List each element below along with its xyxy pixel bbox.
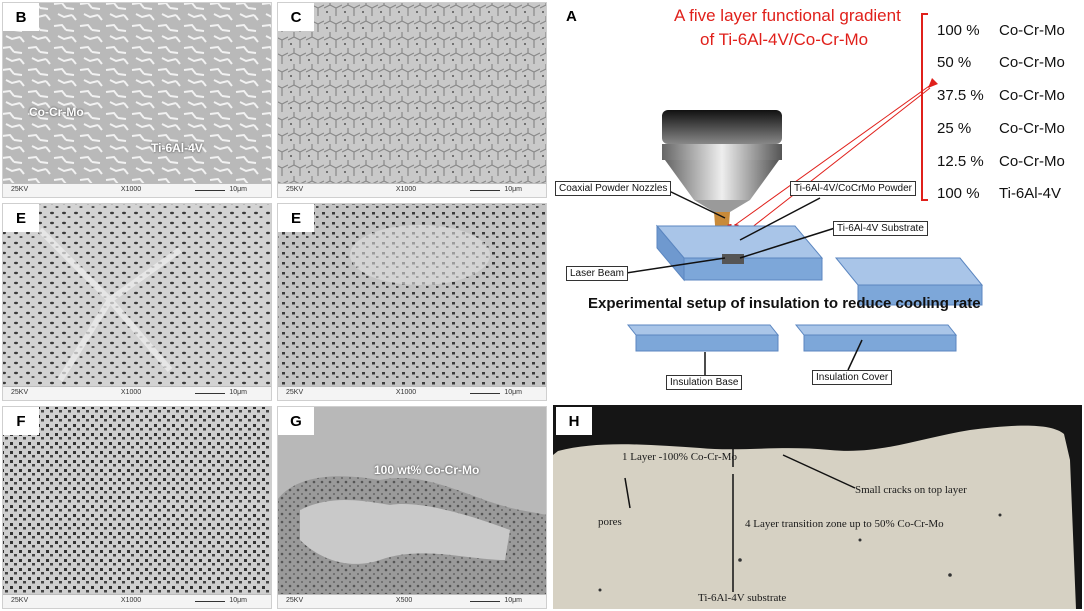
panel-e-left: E 25KV X1000 10μm xyxy=(2,203,272,401)
h-cracks-label: Small cracks on top layer xyxy=(855,484,967,496)
scale-bar xyxy=(195,393,225,394)
annotation-ti-6al-4v: Ti-6Al-4V xyxy=(151,141,203,155)
insulation-cover-block xyxy=(834,257,984,306)
panel-label: F xyxy=(3,407,39,435)
nozzles-label: Coaxial Powder Nozzles xyxy=(555,181,672,196)
panel-b: B Co-Cr-Mo Ti-6Al-4V 25KV X1000 10μm xyxy=(2,2,272,198)
sem-info-bar: 25KV X1000 10μm xyxy=(3,594,271,608)
layer-percent: 50 % xyxy=(937,54,972,71)
setup-caption: Experimental setup of insulation to redu… xyxy=(588,295,981,312)
panel-label: E xyxy=(278,204,314,232)
insulation-cover-label: Insulation Cover xyxy=(812,370,893,385)
scale-bar xyxy=(470,190,500,191)
panel-h-label: H xyxy=(556,407,592,435)
sem-info-bar: 25KV X1000 10μm xyxy=(278,183,546,197)
scale-text: 10μm xyxy=(229,597,247,604)
insulation-base-block xyxy=(626,324,780,352)
panel-label: C xyxy=(278,3,314,31)
laser-label: Laser Beam xyxy=(566,266,628,281)
panel-f-micrograph xyxy=(2,406,272,609)
voltage-text: 25KV xyxy=(11,389,29,396)
panel-e-right: E 25KV X1000 10μm xyxy=(277,203,547,401)
h-layer1-label: 1 Layer -100% Co-Cr-Mo xyxy=(622,451,737,463)
panel-a-label: A xyxy=(566,8,577,25)
h-substrate-label: Ti-6Al-4V substrate xyxy=(698,592,787,604)
panel-f: F 25KV X1000 10μm xyxy=(2,406,272,609)
powder-label: Ti-6Al-4V/CoCrMo Powder xyxy=(790,181,916,196)
h-transition-label: 4 Layer transition zone up to 50% Co-Cr-… xyxy=(745,518,944,530)
scale-text: 10μm xyxy=(229,186,247,193)
layer-percent: 100 % xyxy=(937,185,980,202)
h-pores-label: pores xyxy=(598,516,622,528)
layer-material: Co-Cr-Mo xyxy=(999,87,1065,104)
panel-g: G 100 wt% Co-Cr-Mo 25KV X500 10μm xyxy=(277,406,547,609)
panel-label: B xyxy=(3,3,39,31)
layer-material: Co-Cr-Mo xyxy=(999,153,1065,170)
panel-c-micrograph xyxy=(277,2,547,198)
insulation-base-label: Insulation Base xyxy=(666,375,743,390)
scale-text: 10μm xyxy=(504,597,522,604)
gradient-title-line2: of Ti-6Al-4V/Co-Cr-Mo xyxy=(700,30,869,49)
substrate-label: Ti-6Al-4V Substrate xyxy=(833,221,928,236)
layer-percent: 100 % xyxy=(937,22,980,39)
sem-info-bar: 25KV X500 10μm xyxy=(278,594,546,608)
layer-percent: 37.5 % xyxy=(937,87,984,104)
voltage-text: 25KV xyxy=(11,597,29,604)
magnification-text: X1000 xyxy=(395,389,417,396)
panel-label: G xyxy=(278,407,314,435)
voltage-text: 25KV xyxy=(286,597,304,604)
panel-b-micrograph xyxy=(2,2,272,198)
panel-h-cross-section xyxy=(553,425,1076,609)
layer-percent: 25 % xyxy=(937,120,972,137)
scale-bar xyxy=(195,601,225,602)
coaxial-nozzle-drawing xyxy=(662,110,782,238)
annotation-100-co-cr-mo: 100 wt% Co-Cr-Mo xyxy=(374,463,480,477)
panel-label: E xyxy=(3,204,39,232)
panel-c: C 25KV X1000 10μm xyxy=(277,2,547,198)
insulation-cover-lower-block xyxy=(794,324,958,352)
scale-text: 10μm xyxy=(504,186,522,193)
layer-material: Co-Cr-Mo xyxy=(999,54,1065,71)
sem-info-bar: 25KV X1000 10μm xyxy=(3,386,271,400)
layer-material: Ti-6Al-4V xyxy=(999,185,1061,202)
voltage-text: 25KV xyxy=(286,186,304,193)
annotation-co-cr-mo: Co-Cr-Mo xyxy=(29,105,84,119)
scale-text: 10μm xyxy=(504,389,522,396)
layer-bracket xyxy=(921,13,928,201)
magnification-text: X1000 xyxy=(120,389,142,396)
layer-material: Co-Cr-Mo xyxy=(999,22,1065,39)
voltage-text: 25KV xyxy=(286,389,304,396)
magnification-text: X1000 xyxy=(120,597,142,604)
voltage-text: 25KV xyxy=(11,186,29,193)
magnification-text: X500 xyxy=(395,597,413,604)
sem-info-bar: 25KV X1000 10μm xyxy=(278,386,546,400)
substrate-block xyxy=(655,224,824,282)
scale-text: 10μm xyxy=(229,389,247,396)
scale-bar xyxy=(195,190,225,191)
sem-info-bar: 25KV X1000 10μm xyxy=(3,183,271,197)
scale-bar xyxy=(470,601,500,602)
layer-percent: 12.5 % xyxy=(937,153,984,170)
layer-material: Co-Cr-Mo xyxy=(999,120,1065,137)
magnification-text: X1000 xyxy=(120,186,142,193)
gradient-title-line1: A five layer functional gradient xyxy=(674,6,901,25)
scale-bar xyxy=(470,393,500,394)
magnification-text: X1000 xyxy=(395,186,417,193)
